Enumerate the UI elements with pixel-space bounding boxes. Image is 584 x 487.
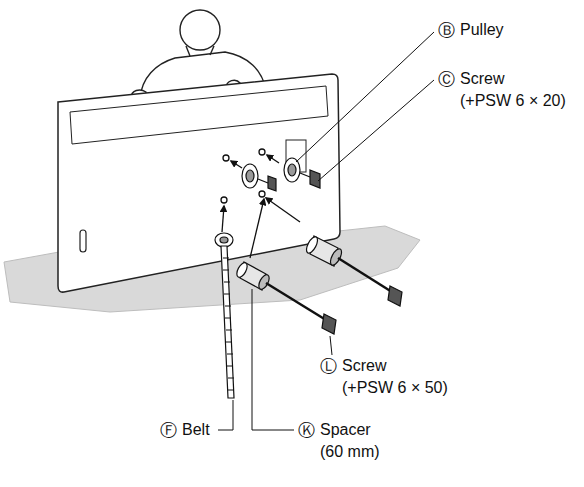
part-name: Screw — [342, 356, 386, 376]
part-spec: (+PSW 6 × 50) — [342, 378, 448, 398]
pulley-screw — [284, 158, 320, 188]
part-letter: Ⓑ — [438, 20, 455, 40]
part-name: Spacer — [320, 420, 371, 440]
leader-lines — [218, 32, 434, 430]
part-name: Screw — [460, 69, 504, 89]
belt — [215, 233, 234, 398]
part-letter: Ⓚ — [298, 420, 315, 440]
spacer-screw — [304, 235, 402, 306]
part-name: Belt — [182, 420, 210, 440]
part-letter: Ⓕ — [160, 420, 177, 440]
part-spec: (60 mm) — [320, 442, 380, 462]
part-letter: Ⓛ — [320, 356, 337, 376]
part-name: Pulley — [460, 20, 504, 40]
tv-back — [58, 74, 340, 292]
part-letter: Ⓒ — [438, 69, 455, 89]
part-spec: (+PSW 6 × 20) — [460, 91, 566, 111]
spacer-screw — [235, 261, 336, 334]
pulley-screw — [242, 164, 276, 191]
